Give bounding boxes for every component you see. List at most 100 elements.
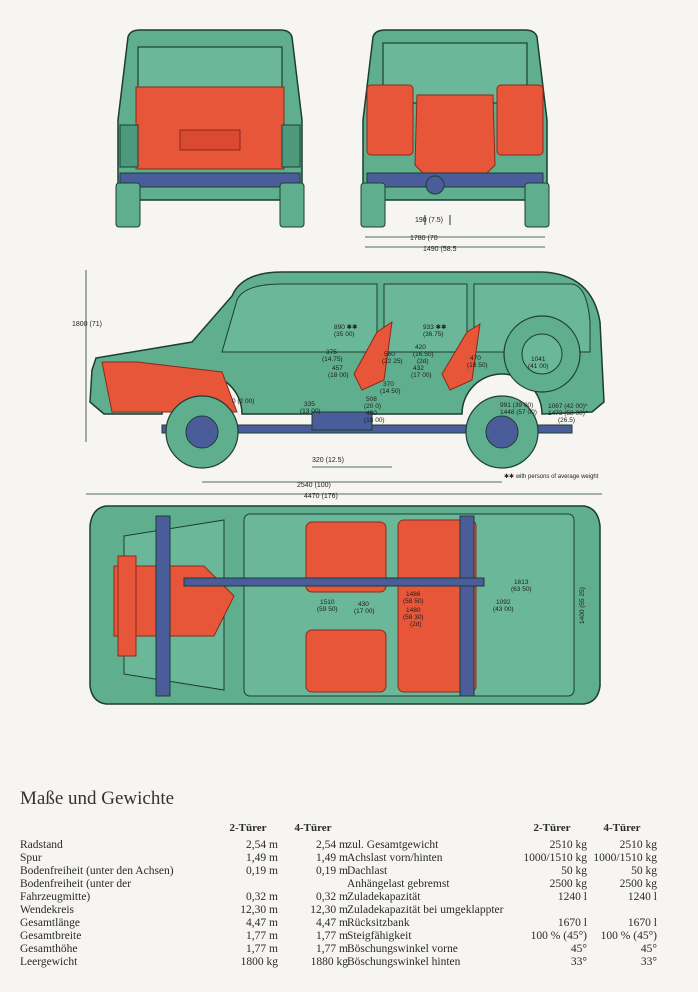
side-label-470: 470 <box>470 355 481 362</box>
side-label-685: (26.5) <box>558 417 575 424</box>
front-view-diagram: 190 (7.5) 1780 (70 1490 (58.5 <box>360 29 550 253</box>
spec-value-2door: 0,19 m <box>246 865 278 877</box>
side-label-470-in: (18 50) <box>467 362 488 369</box>
spec-value-2door: 1,77 m <box>246 930 278 942</box>
spec-value-4door: 1880 kg <box>310 956 348 968</box>
side-label-420-2d: (2d) <box>417 358 429 365</box>
side-label-1448: 1448 (57 00) <box>500 409 537 416</box>
spec-value-2door: 1670 l <box>557 917 587 929</box>
spec-value-4door <box>278 878 348 891</box>
side-ground-clearance: 320 (12.5) <box>312 457 344 464</box>
spec-label: zul. Gesamtgewicht <box>347 839 439 851</box>
spec-label: Radstand <box>20 839 63 851</box>
table-row: Zuladekapazität 1240 l 1240 l <box>347 891 657 904</box>
spec-label: Zuladekapazität <box>347 891 421 903</box>
spec-value-4door: 1,49 m <box>316 852 348 864</box>
spec-value-4door: 100 % (45°) <box>600 930 657 942</box>
side-length: 4470 (176) <box>304 493 338 500</box>
spec-value-4door: 1,77 m <box>316 930 348 942</box>
spec-label: Leergewicht <box>20 956 78 968</box>
side-label-460: 460 <box>366 410 377 417</box>
top-label-1092-in: (43 00) <box>493 606 514 613</box>
table-row: Spur 1,49 m 1,49 m <box>20 852 348 865</box>
spec-label: Zuladekapazität bei umgeklappter <box>347 904 504 916</box>
spec-value-2door <box>517 904 587 917</box>
top-label-1486: 1486 <box>406 591 421 598</box>
side-label-460-in: (18 00) <box>364 417 385 424</box>
spec-value-2door: 100 % (45°) <box>530 930 587 942</box>
right-header-4door: 4-Türer <box>603 822 641 834</box>
spec-value-2door: 1,49 m <box>246 852 278 864</box>
side-label-0: 0 (2 00) <box>232 398 254 405</box>
side-label-508-in: (20 0) <box>364 403 381 410</box>
side-label-457: 457 <box>332 365 343 372</box>
right-header-2door: 2-Türer <box>533 822 571 834</box>
spec-value-2door: 50 kg <box>561 865 587 877</box>
side-label-508: 508 <box>366 396 377 403</box>
front-dim-1780: 1780 (70 <box>410 235 438 242</box>
top-label-1613: 1613 <box>514 579 529 586</box>
spec-value-4door: 1240 l <box>627 891 657 903</box>
spec-value-2door: 45° <box>570 943 587 955</box>
top-label-1613-in: (63 50) <box>511 586 532 593</box>
side-label-375: 375 <box>326 349 337 356</box>
spec-value-4door: 4,47 m <box>316 917 348 929</box>
spec-value-4door: 2,54 m <box>316 839 348 851</box>
table-row: Bodenfreiheit (unter der <box>20 878 348 891</box>
side-note: ✱✱ with persons of average weight <box>504 473 599 480</box>
section-title: Maße und Gewichte <box>20 788 175 809</box>
side-label-375-in: (14.75) <box>322 356 343 363</box>
side-height-label: 1800 (71) <box>72 321 102 328</box>
front-dim-1490: 1490 (58.5 <box>423 246 457 253</box>
spec-value-2door <box>218 878 278 891</box>
spec-value-4door: 50 kg <box>631 865 657 877</box>
side-label-991: 991 (39 00) <box>500 402 533 409</box>
spec-label: Gesamthöhe <box>20 943 78 955</box>
top-label-1486-in: (58 50) <box>403 598 424 605</box>
table-row: Leergewicht 1800 kg 1880 kg <box>20 956 348 969</box>
spec-label: Gesamtbreite <box>20 930 82 942</box>
side-label-560: 560 <box>384 351 395 358</box>
top-label-1510: 1510 <box>320 599 335 606</box>
spec-value-4door: 1670 l <box>627 917 657 929</box>
spec-value-2door: 4,47 m <box>246 917 278 929</box>
spec-value-2door: 0,32 m <box>246 891 278 903</box>
top-label-1480: 1480 <box>406 607 421 614</box>
spec-value-4door: 1000/1510 kg <box>593 852 657 864</box>
side-label-370: 370 <box>383 381 394 388</box>
spec-value-4door: 45° <box>640 943 657 955</box>
spec-value-2door: 2510 kg <box>549 839 587 851</box>
table-row: zul. Gesamtgewicht 2510 kg 2510 kg <box>347 839 657 852</box>
spec-label: Böschungswinkel hinten <box>347 956 461 968</box>
spec-value-2door: 1000/1510 kg <box>523 852 587 864</box>
top-label-vertical: 1400 (55 25) <box>579 587 586 624</box>
spec-value-4door: 2510 kg <box>619 839 657 851</box>
spec-value-4door: 1,77 m <box>316 943 348 955</box>
side-wheelbase: 2540 (100) <box>297 482 331 489</box>
spec-label: Böschungswinkel vorne <box>347 943 458 955</box>
spec-value-2door: 1240 l <box>557 891 587 903</box>
spec-value-4door: 2500 kg <box>619 878 657 890</box>
spec-label: Bodenfreiheit (unter den Achsen) <box>20 865 174 877</box>
spec-value-2door: 1800 kg <box>240 956 278 968</box>
spec-value-2door: 2500 kg <box>549 878 587 890</box>
rear-view-diagram <box>115 29 305 228</box>
spec-label: Spur <box>20 852 42 864</box>
side-label-420: 420 <box>415 344 426 351</box>
side-label-890: 890 ✱✱ <box>334 324 358 331</box>
side-view-diagram: 1800 (71) 890 ✱✱ (35 00) 933 ✱✱ (36.75) … <box>72 270 605 500</box>
spec-value-4door <box>587 904 657 917</box>
side-label-1473: 1473 (58 00)* <box>548 410 588 417</box>
top-label-1480-in: (58 30) <box>403 614 424 621</box>
top-label-430: 430 <box>358 601 369 608</box>
spec-value-4door: 12,30 m <box>310 904 348 916</box>
